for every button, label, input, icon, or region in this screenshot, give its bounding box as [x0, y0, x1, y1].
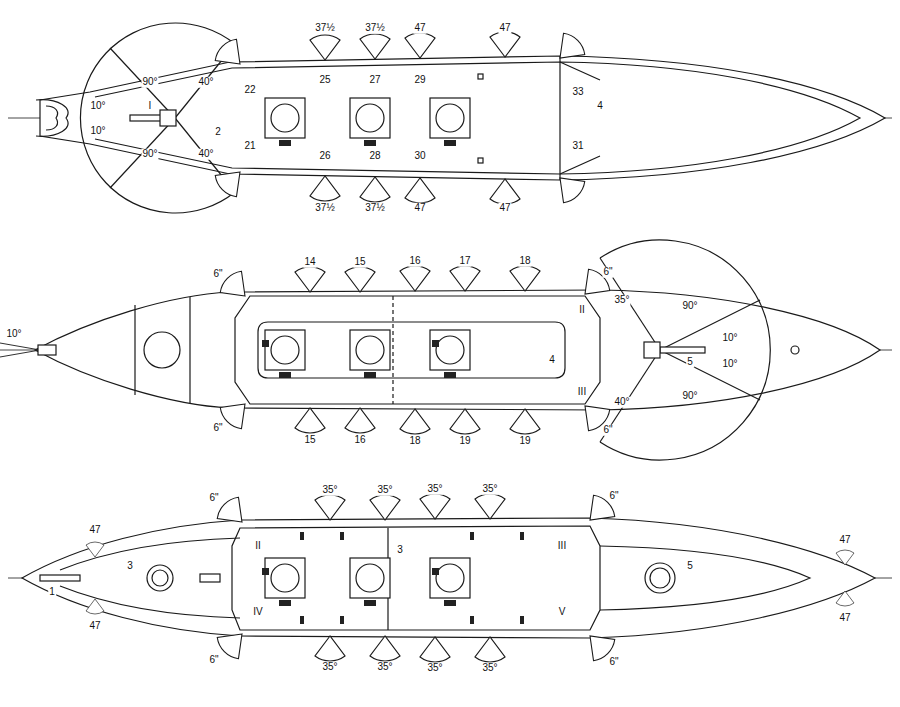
- callout-label: 35°: [321, 662, 338, 673]
- callout-label: 29: [413, 75, 426, 86]
- callout-label: 37½: [364, 23, 385, 34]
- callout-label: III: [577, 387, 587, 398]
- callout-label: 6": [602, 425, 613, 436]
- callout-label: 26: [318, 151, 331, 162]
- callout-label: 37½: [314, 23, 335, 34]
- callout-label: 10°: [89, 126, 106, 137]
- callout-label: 5: [686, 357, 694, 368]
- callout-label: II: [578, 305, 586, 316]
- callout-label: 4: [596, 101, 604, 112]
- callout-label: 90°: [141, 77, 158, 88]
- callout-label: 21: [243, 141, 256, 152]
- callout-label: 25: [318, 75, 331, 86]
- callout-label: 35°: [481, 484, 498, 495]
- callout-label: 16: [408, 256, 421, 267]
- callout-label: 19: [458, 436, 471, 447]
- callout-label: 35°: [613, 295, 630, 306]
- callout-label: 47: [498, 203, 511, 214]
- callout-label: 35°: [376, 662, 393, 673]
- callout-label: 90°: [681, 391, 698, 402]
- callout-label: IV: [252, 607, 263, 618]
- callout-label: 47: [413, 23, 426, 34]
- callout-label: II: [254, 541, 262, 552]
- callout-label: 10°: [5, 329, 22, 340]
- callout-label: 90°: [681, 301, 698, 312]
- callout-label: 35°: [481, 663, 498, 674]
- callout-label: 1: [48, 587, 56, 598]
- callout-label: 90°: [141, 149, 158, 160]
- callout-label: 10°: [721, 359, 738, 370]
- callout-label: 5: [686, 561, 694, 572]
- callout-label: 6": [212, 269, 223, 280]
- callout-label: 6": [602, 267, 613, 278]
- callout-label: 47: [88, 525, 101, 536]
- callout-label: 2: [214, 127, 222, 138]
- callout-label: 35°: [426, 663, 443, 674]
- callout-label: 10°: [721, 333, 738, 344]
- callout-label: 17: [458, 256, 471, 267]
- callout-label: 14: [303, 257, 316, 268]
- callout-label: 3: [396, 545, 404, 556]
- callout-label: 37½: [364, 203, 385, 214]
- callout-label: 16: [353, 435, 366, 446]
- callout-label: 37½: [314, 203, 335, 214]
- callout-label: 27: [368, 75, 381, 86]
- callout-label: 47: [88, 621, 101, 632]
- callout-label: 47: [413, 203, 426, 214]
- callout-label: 33: [571, 87, 584, 98]
- callout-label: 6": [212, 423, 223, 434]
- callout-label: 40°: [197, 149, 214, 160]
- callout-label: 30: [413, 151, 426, 162]
- callout-label: 47: [838, 535, 851, 546]
- callout-label: 6": [608, 491, 619, 502]
- callout-label: 28: [368, 151, 381, 162]
- callout-label: 10°: [89, 101, 106, 112]
- callout-label: 19: [518, 436, 531, 447]
- callout-label: 40°: [197, 77, 214, 88]
- callout-label: 6": [208, 493, 219, 504]
- callout-label: III: [557, 541, 567, 552]
- callout-label: 47: [838, 613, 851, 624]
- callout-label: 3: [126, 561, 134, 572]
- callout-label: 18: [518, 256, 531, 267]
- callout-label: 31: [571, 141, 584, 152]
- callout-label: 4: [548, 355, 556, 366]
- callout-label: 35°: [321, 485, 338, 496]
- callout-label: 6": [608, 657, 619, 668]
- callout-label: V: [558, 607, 567, 618]
- callout-label: 18: [408, 436, 421, 447]
- callout-label: 6": [208, 655, 219, 666]
- callout-label: 15: [353, 257, 366, 268]
- callout-label: 47: [498, 23, 511, 34]
- callout-label: 22: [243, 85, 256, 96]
- callout-label: 40°: [613, 397, 630, 408]
- callout-label: 35°: [376, 485, 393, 496]
- callout-label: 15: [303, 435, 316, 446]
- callout-label: 35°: [426, 484, 443, 495]
- callout-label: I: [148, 101, 153, 112]
